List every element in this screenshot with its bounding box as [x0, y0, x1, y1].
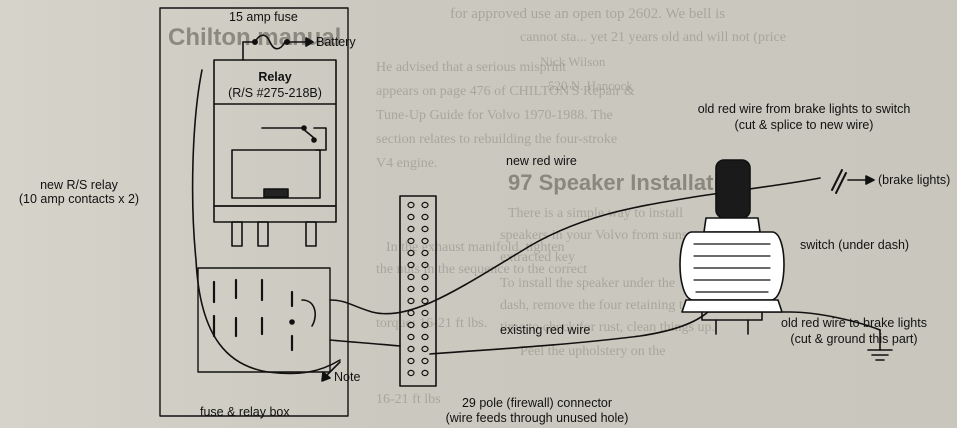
- connector-pin-hole: [407, 225, 415, 233]
- bg-text-line: for approved use an open top 2602. We be…: [450, 6, 726, 22]
- fuse-relay-box: [159, 7, 349, 417]
- connector-pin-hole: [407, 213, 415, 221]
- connector-pin-hole: [407, 357, 415, 365]
- bg-text-line: V4 engine.: [376, 156, 438, 171]
- connector-label: 29 pole (firewall) connector: [461, 396, 613, 410]
- connector-pin-hole: [421, 345, 429, 353]
- bg-text-line: He advised that a serious misprint: [376, 60, 567, 75]
- connector-pin-hole: [421, 297, 429, 305]
- new-relay-label: new R/S relay: [40, 178, 118, 192]
- bg-text-line: the nuts in the sequence to the correct: [376, 262, 588, 277]
- relay-title-label: Relay: [258, 70, 292, 84]
- bg-text-line: There is a simple way to install: [508, 206, 683, 221]
- connector-pin-hole: [421, 213, 429, 221]
- switch-label: switch (under dash): [800, 238, 910, 252]
- old-red-wire-bottom-note: (cut & ground this part): [790, 332, 918, 346]
- connector-pin-hole: [407, 297, 415, 305]
- connector-pin-hole: [407, 237, 415, 245]
- existing-red-wire-label: existing red wire: [500, 323, 591, 337]
- connector-pin-hole: [421, 321, 429, 329]
- new-relay-contacts-label: (10 amp contacts x 2): [18, 192, 140, 206]
- connector-pin-hole: [407, 345, 415, 353]
- bg-text-line: Tune-Up Guide for Volvo 1970-1988. The: [376, 108, 613, 123]
- bg-text-line: Peel the upholstery on the: [520, 344, 666, 359]
- bg-text-line: 520 N. Hancock: [548, 78, 633, 93]
- connector-pin-hole: [407, 321, 415, 329]
- bg-text-line: cannot sta... yet 21 years old and will …: [520, 30, 786, 45]
- bg-text-line: To install the speaker under the: [500, 276, 676, 291]
- connector-pin-hole: [421, 225, 429, 233]
- connector-pin-hole: [407, 249, 415, 257]
- connector-note-label: (wire feeds through unused hole): [445, 411, 629, 425]
- bg-text-line: section relates to rebuilding the four-s…: [376, 132, 618, 147]
- brake-lights-label: (brake lights): [878, 173, 951, 187]
- bg-text-line: Nick Wilson: [540, 54, 606, 69]
- fuse-relay-box-label: fuse & relay box: [200, 405, 290, 419]
- connector-pin-hole: [407, 333, 415, 341]
- old-red-wire-top-note: (cut & splice to new wire): [734, 118, 874, 132]
- new-red-wire-label: new red wire: [506, 154, 577, 168]
- connector-pin-hole: [407, 369, 415, 377]
- bg-text-line: extracted key: [500, 250, 576, 265]
- relay-part-label: (R/S #275-218B): [228, 86, 322, 100]
- connector-pin-hole: [421, 309, 429, 317]
- connector-pin-hole: [421, 369, 429, 377]
- bg-text-line: dash, remove the four retaining tabs on …: [500, 298, 740, 313]
- fuse-icon: [254, 34, 286, 50]
- connector-pin-hole: [407, 309, 415, 317]
- connector-pin-hole: [421, 333, 429, 341]
- connector-pin-hole: [421, 273, 429, 281]
- old-red-wire-bottom-label: old red wire to brake lights: [781, 316, 927, 330]
- battery-label: Battery: [316, 35, 356, 49]
- connector-pin-hole: [407, 261, 415, 269]
- connector-pin-hole: [421, 201, 429, 209]
- connector-pin-hole: [421, 357, 429, 365]
- connector-pin-hole: [421, 249, 429, 257]
- connector-pin-hole: [407, 285, 415, 293]
- fuse-label: 15 amp fuse: [229, 10, 298, 24]
- bg-text-line: 16-21 ft lbs: [376, 392, 441, 407]
- bg-heading-speaker: 97 Speaker Installation: [508, 170, 747, 195]
- connector-pin-hole: [407, 273, 415, 281]
- bg-text-line: torque: 16-21 ft lbs.: [376, 316, 488, 331]
- connector-pin-hole: [421, 237, 429, 245]
- battery-arrow: [305, 37, 314, 47]
- bg-text-line: appears on page 476 of CHILTON'S Repair …: [376, 84, 635, 99]
- note-label: Note: [334, 370, 361, 384]
- bg-heading-chilton: Chilton manual: [168, 24, 342, 51]
- connector-pins: [407, 201, 429, 377]
- connector-pin-hole: [421, 261, 429, 269]
- old-red-wire-top-label: old red wire from brake lights to switch: [697, 102, 911, 116]
- connector-pin-hole: [421, 285, 429, 293]
- connector-pin-hole: [407, 201, 415, 209]
